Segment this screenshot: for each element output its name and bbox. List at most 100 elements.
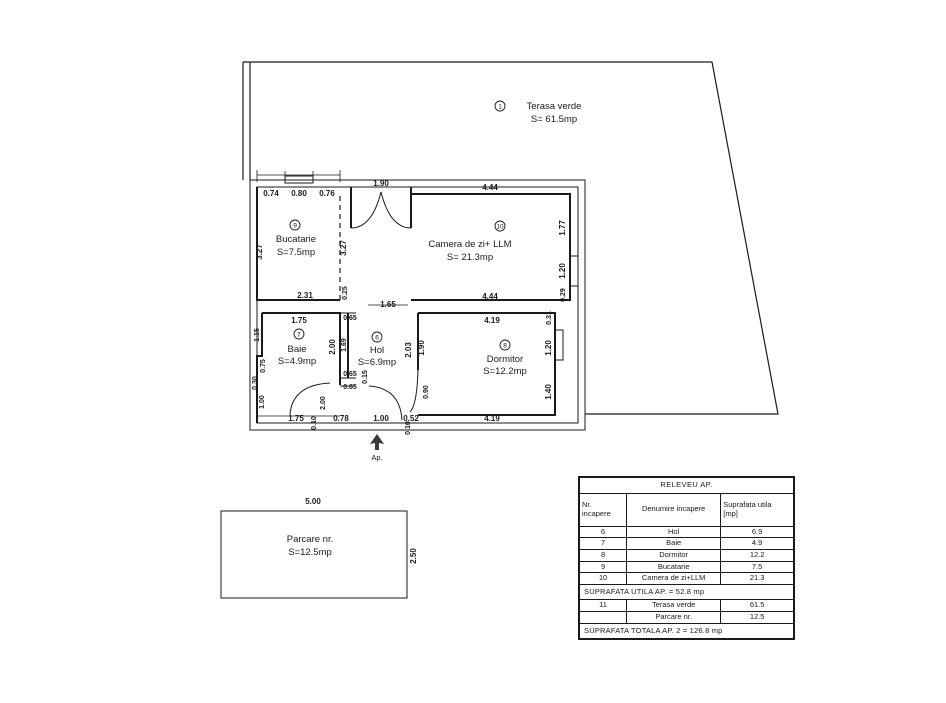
table-title-row: RELEVEU AP. xyxy=(579,477,794,494)
cell-area: 61.5 xyxy=(720,599,794,612)
dim-right-177: 1.77 xyxy=(558,220,567,236)
dim-bottom-010a: 0.10 xyxy=(311,416,318,430)
dim-hol-door-015: 0.15 xyxy=(362,370,369,384)
table-row: Parcare nr. 12.5 xyxy=(578,611,794,624)
dim-hol-top-065: 0.65 xyxy=(343,315,357,322)
dim-bottom-010b: 0.10 xyxy=(405,421,412,435)
dim-top-2: 0.80 xyxy=(291,189,307,198)
header-area: Suprafata utila [mp] xyxy=(720,492,794,527)
cell-area: 6.9 xyxy=(720,525,794,539)
cell-area: 12.5 xyxy=(720,611,794,624)
table-row: 7 Baie 4.9 xyxy=(578,537,794,550)
room-area-terasa: S= 61.5mp xyxy=(531,114,577,125)
cell-name: Hol xyxy=(626,525,722,539)
dim-baie-top: 1.75 xyxy=(291,316,307,325)
dimension-chain-top: 0.74 0.80 0.76 xyxy=(256,170,341,198)
room-name-parcare: Parcare nr. xyxy=(287,534,333,545)
cell-name: Bucatarie xyxy=(626,560,722,574)
table-total-row: SUPRAFATA TOTALA AP. 2 = 126.8 mp xyxy=(579,622,794,640)
header-nr-line2: incapere xyxy=(582,508,611,518)
dim-baie-left-075: 0.75 xyxy=(260,359,267,373)
room-name-dormitor: Dormitor xyxy=(487,354,523,365)
dim-right-029: 0.29 xyxy=(560,288,567,302)
cell-area: 7.5 xyxy=(720,560,794,574)
dim-bucatarie-bottom: 2.31 xyxy=(297,291,313,300)
dim-dormitor-door-090: 0.90 xyxy=(423,385,430,399)
door-entry-double: 1.90 xyxy=(350,179,412,229)
header-nr: Nr. incapere xyxy=(578,492,628,527)
dim-hol-bot-065a: 0.65 xyxy=(343,371,357,378)
dim-baie-left-115: 1.15 xyxy=(254,328,261,342)
dim-baie-left-030: 0.30 xyxy=(252,376,259,390)
dim-parcare-width: 5.00 xyxy=(305,497,321,506)
room-marker-dormitor: 8 xyxy=(503,343,507,350)
room-name-camera: Camera de zi+ LLM xyxy=(428,239,511,250)
dim-right-031: 0.31 xyxy=(546,311,553,325)
dim-hol-bot-065b: 0.65 xyxy=(343,384,357,391)
dim-top-1: 0.74 xyxy=(263,189,279,198)
header-area-line2: [mp] xyxy=(723,508,738,518)
dim-baie-left-100: 1.00 xyxy=(259,395,266,409)
cell-name: Terasa verde xyxy=(626,599,722,612)
cell-area: 21.3 xyxy=(720,572,794,585)
room-camera-de-zi: 4.44 4.44 10 Camera de zi+ LLM S= 21.3mp… xyxy=(411,183,579,302)
dim-bucatarie-left: 3.27 xyxy=(255,244,264,260)
table-row: 8 Dormitor 12.2 xyxy=(578,548,794,562)
header-name: Denumire incapere xyxy=(626,492,722,527)
total-text: SUPRAFATA TOTALA AP. 2 = 126.8 mp xyxy=(579,622,794,640)
dim-parcare-height: 2.50 xyxy=(409,548,418,564)
apartment-outer-walls xyxy=(249,179,586,431)
room-hol: 0.65 1.69 0.65 0.65 0.15 2.03 6 Hol S=6.… xyxy=(340,312,413,421)
room-area-camera: S= 21.3mp xyxy=(447,252,493,263)
dim-right-120a: 1.20 xyxy=(558,263,567,279)
dim-baie-door-080: 2.00 xyxy=(320,396,327,410)
cell-nr: 10 xyxy=(578,572,628,585)
dim-bucatarie-025: 0.25 xyxy=(342,286,349,300)
room-name-hol: Hol xyxy=(370,345,384,356)
table-row: 6 Hol 6.9 xyxy=(578,525,794,539)
cell-name: Baie xyxy=(626,537,722,550)
dim-top-3: 0.76 xyxy=(319,189,335,198)
dim-hol-right-203: 2.03 xyxy=(404,342,413,358)
parking-box: 5.00 2.50 Parcare nr. S=12.5mp xyxy=(220,497,418,599)
header-area-line1: Suprafata utila xyxy=(723,500,772,509)
subtotal-text: SUPRAFATA UTILA AP. = 52.8 mp xyxy=(579,583,794,601)
dim-hol-left-169: 1.69 xyxy=(341,338,348,352)
dim-right-120b: 1.20 xyxy=(544,340,553,356)
table-header-row: Nr. incapere Denumire incapere Suprafata… xyxy=(578,492,794,527)
room-marker-bucatarie: 9 xyxy=(293,223,297,230)
dim-bottom-052: 0.52 xyxy=(403,414,419,423)
cell-area: 4.9 xyxy=(720,537,794,550)
room-area-parcare: S=12.5mp xyxy=(288,547,332,558)
room-dormitor: 4.19 4.19 1.90 0.90 8 Dormitor S=12.2mp … xyxy=(409,311,564,423)
table-subtotal-row: SUPRAFATA UTILA AP. = 52.8 mp xyxy=(579,583,794,601)
room-marker-terasa: 1 xyxy=(498,104,502,111)
room-baie: 1.75 1.15 0.75 0.30 1.00 2.00 1.75 7 Bai… xyxy=(252,312,341,423)
dim-bucatarie-right: 3.27 xyxy=(339,240,348,256)
dim-bottom-100: 1.00 xyxy=(373,414,389,423)
room-area-baie: S=4.9mp xyxy=(278,356,316,367)
room-bucatarie: 3.27 3.27 0.25 2.31 9 Bucatarie S=7.5mp xyxy=(255,187,349,301)
dim-dormitor-bottom: 4.19 xyxy=(484,414,500,423)
dim-baie-right-200: 2.00 xyxy=(328,339,337,355)
terrace-outline xyxy=(242,61,779,415)
dim-baie-bottom: 1.75 xyxy=(288,414,304,423)
dim-door-190: 1.90 xyxy=(373,179,389,188)
table-row: 11 Terasa verde 61.5 xyxy=(578,599,794,612)
cell-nr: 11 xyxy=(578,599,628,612)
room-area-hol: S=6.9mp xyxy=(358,357,396,368)
cell-nr: 7 xyxy=(578,537,628,550)
cell-name: Parcare nr. xyxy=(626,611,722,624)
dim-dormitor-top: 4.19 xyxy=(484,316,500,325)
cell-nr: 9 xyxy=(578,560,628,574)
room-area-bucatarie: S=7.5mp xyxy=(277,247,315,258)
table-row: 10 Camera de zi+LLM 21.3 xyxy=(578,572,794,585)
entrance-label: Ap. xyxy=(371,453,382,462)
cell-nr xyxy=(578,611,628,624)
room-marker-baie: 7 xyxy=(297,332,301,339)
cell-nr: 8 xyxy=(578,548,628,562)
entrance-arrow-marker: Ap. xyxy=(370,434,384,462)
room-name-bucatarie: Bucatarie xyxy=(276,234,316,245)
cell-name: Dormitor xyxy=(626,548,722,562)
dimension-chain-bottom: 0.10 0.78 1.00 0.52 0.10 xyxy=(257,414,419,435)
